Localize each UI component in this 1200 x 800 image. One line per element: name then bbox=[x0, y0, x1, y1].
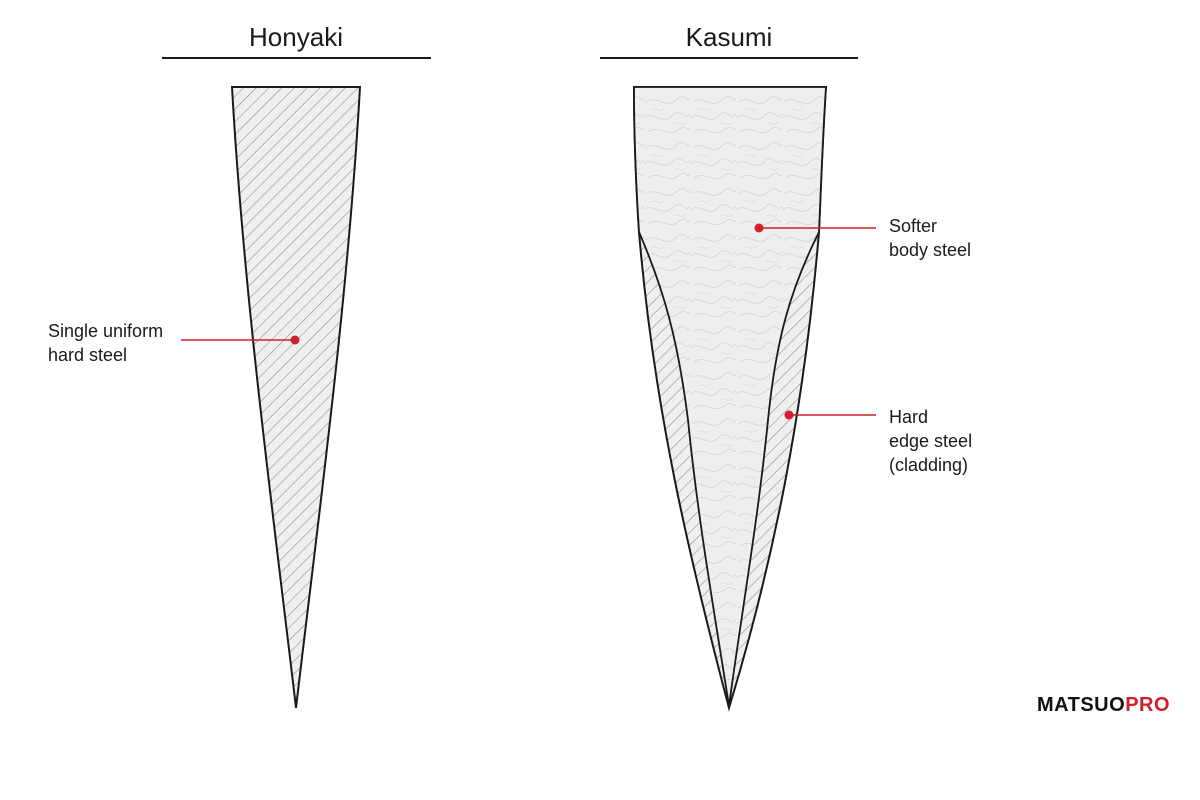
brand-part-1: MATSUO bbox=[1037, 694, 1126, 716]
kasumi-edge-marker-dot bbox=[784, 410, 794, 420]
honyaki-label: Single uniform hard steel bbox=[48, 319, 163, 367]
kasumi-body-marker-dot bbox=[754, 223, 764, 233]
kasumi-body-label: Softer body steel bbox=[889, 214, 971, 262]
kasumi-edge-label: Hard edge steel (cladding) bbox=[889, 405, 972, 477]
brand-part-2: PRO bbox=[1125, 694, 1171, 716]
honyaki-blade bbox=[230, 86, 362, 709]
kasumi-edge-label-line-3: (cladding) bbox=[889, 455, 969, 475]
kasumi-body-label-line-2: body steel bbox=[889, 240, 972, 260]
honyaki-label-line-1: Single uniform bbox=[48, 321, 164, 341]
honyaki-title-rule bbox=[162, 57, 431, 59]
kasumi-body-label-line-1: Softer bbox=[889, 216, 938, 236]
honyaki-marker-dot bbox=[290, 335, 300, 345]
brand-logo: MATSUOPRO bbox=[1037, 694, 1170, 717]
kasumi-edge-leader bbox=[784, 410, 876, 420]
kasumi-edge-label-line-1: Hard bbox=[889, 407, 929, 427]
honyaki-title: Honyaki bbox=[249, 22, 343, 52]
kasumi-title: Kasumi bbox=[685, 22, 773, 52]
honyaki-blade-shape bbox=[230, 86, 362, 709]
kasumi-title-rule bbox=[600, 57, 858, 59]
kasumi-core bbox=[633, 86, 827, 707]
kasumi-blade bbox=[632, 86, 828, 712]
honyaki-label-line-2: hard steel bbox=[48, 345, 128, 365]
kasumi-body-leader bbox=[754, 223, 876, 233]
kasumi-edge-label-line-2: edge steel bbox=[889, 431, 973, 451]
honyaki-leader bbox=[181, 335, 300, 345]
